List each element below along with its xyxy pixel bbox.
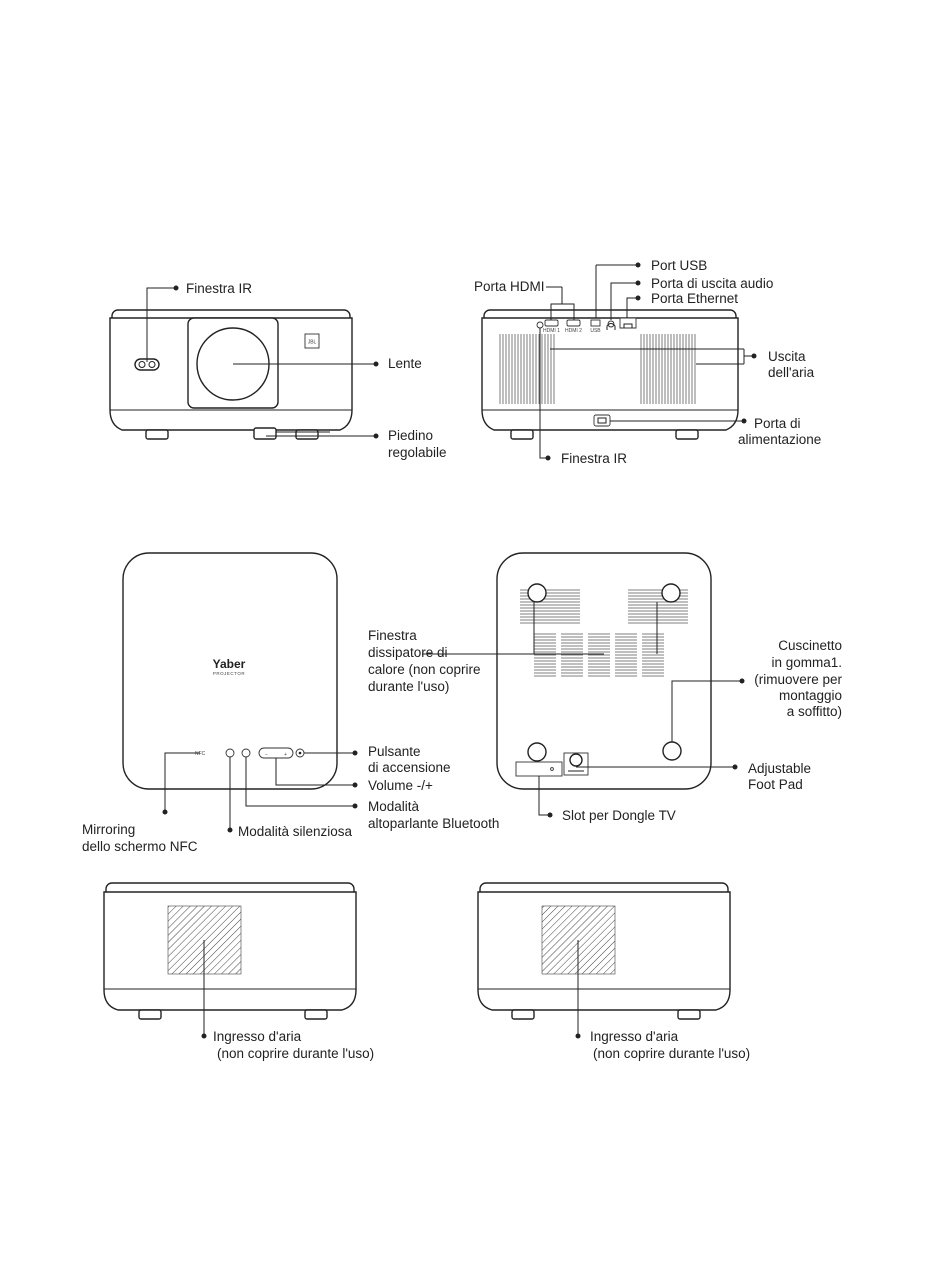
rear-foot-right xyxy=(675,429,699,440)
rubber-pad-top-left xyxy=(527,583,547,603)
jbl-badge-text: JBL xyxy=(308,340,317,346)
side-right-foot-1 xyxy=(511,1009,535,1020)
rear-view: HDMI 1 HDMI 2 USB Port USB Porta di usci… xyxy=(474,258,821,466)
label-audio-out: Porta di uscita audio xyxy=(651,276,773,291)
label-power-port-1: Porta di xyxy=(754,416,801,431)
rubber-pad-top-right xyxy=(661,583,681,603)
bottom-view: Finestra dissipatore di calore (non copr… xyxy=(368,552,842,823)
jbl-badge xyxy=(304,333,320,349)
air-outlet-vent-right xyxy=(640,334,696,404)
label-heat-sink-2: dissipatore di xyxy=(368,645,448,660)
hdmi2-tag: HDMI 2 xyxy=(565,328,582,334)
label-usb-port: Port USB xyxy=(651,258,707,273)
label-bt-speaker-2: altoparlante Bluetooth xyxy=(368,816,499,831)
label-ir-window-rear: Finestra IR xyxy=(561,451,627,466)
nfc-tag: NFC xyxy=(195,751,206,757)
label-volume: Volume -/+ xyxy=(368,778,433,793)
label-power-port-2: alimentazione xyxy=(738,432,821,447)
label-air-outlet-2: dell'aria xyxy=(768,365,815,380)
label-foot-pad-1: Adjustable xyxy=(748,761,811,776)
label-air-outlet-1: Uscita xyxy=(768,349,806,364)
side-left-foot-1 xyxy=(138,1009,162,1020)
volume-minus-icon: − xyxy=(265,752,268,758)
ethernet-port xyxy=(619,317,637,329)
label-adjustable-foot-1: Piedino xyxy=(388,428,433,443)
usb-port xyxy=(590,319,601,327)
air-outlet-vent-left xyxy=(499,334,555,404)
label-bt-speaker-1: Modalità xyxy=(368,799,420,814)
label-dongle-slot: Slot per Dongle TV xyxy=(562,808,676,823)
label-rubber-pad-2: in gomma1. xyxy=(771,655,842,670)
label-heat-sink-3: calore (non coprire xyxy=(368,662,481,677)
side-view-left: Ingresso d'aria (non coprire durante l'u… xyxy=(103,882,374,1061)
side-right-foot-2 xyxy=(677,1009,701,1020)
power-port xyxy=(593,414,611,427)
label-rubber-pad-4: montaggio xyxy=(779,688,842,703)
rear-foot-left xyxy=(510,429,534,440)
label-ir-window: Finestra IR xyxy=(186,281,252,296)
label-nfc-2: dello schermo NFC xyxy=(82,839,198,854)
front-foot-left xyxy=(145,429,169,440)
adjustable-foot xyxy=(253,427,277,440)
label-ethernet: Porta Ethernet xyxy=(651,291,738,306)
hdmi1-port xyxy=(544,319,559,327)
silent-mode-button[interactable] xyxy=(225,748,235,758)
label-nfc-1: Mirroring xyxy=(82,822,135,837)
label-air-inlet-left-2: (non coprire durante l'uso) xyxy=(217,1046,374,1061)
hdmi2-port xyxy=(566,319,581,327)
usb-tag: USB xyxy=(590,328,601,334)
label-lens: Lente xyxy=(388,356,422,371)
bt-speaker-button[interactable] xyxy=(241,748,251,758)
label-foot-pad-2: Foot Pad xyxy=(748,777,803,792)
volume-plus-icon: + xyxy=(284,752,287,758)
heat-sink-vents xyxy=(520,589,688,677)
side-view-right: Ingresso d'aria (non coprire durante l'u… xyxy=(477,882,750,1061)
hdmi1-tag: HDMI 1 xyxy=(543,328,560,334)
top-view: Yaber PROJECTOR NFC − + Pulsante di acce… xyxy=(82,552,499,854)
label-adjustable-foot-2: regolabile xyxy=(388,445,447,460)
rubber-pad-bottom-left xyxy=(527,742,547,762)
dongle-slot[interactable] xyxy=(515,761,563,777)
brand-logo: Yaber xyxy=(213,657,246,671)
label-rubber-pad-1: Cuscinetto xyxy=(778,638,842,653)
label-heat-sink-1: Finestra xyxy=(368,628,417,643)
label-air-inlet-right-1: Ingresso d'aria xyxy=(590,1029,679,1044)
label-silent-mode: Modalità silenziosa xyxy=(238,824,353,839)
rear-body xyxy=(481,317,739,431)
side-left-foot-2 xyxy=(304,1009,328,1020)
front-view: JBL Finestra IR Lente Piedino regolabile xyxy=(109,281,447,460)
label-heat-sink-4: durante l'uso) xyxy=(368,679,449,694)
label-air-inlet-left-1: Ingresso d'aria xyxy=(213,1029,302,1044)
rubber-pad-bottom-right xyxy=(662,741,682,761)
label-rubber-pad-5: a soffitto) xyxy=(787,704,842,719)
label-rubber-pad-3: (rimuovere per xyxy=(754,672,842,687)
front-foot-right xyxy=(295,429,319,440)
label-air-inlet-right-2: (non coprire durante l'uso) xyxy=(593,1046,750,1061)
brand-sub: PROJECTOR xyxy=(213,671,245,676)
label-power-button-1: Pulsante xyxy=(368,744,421,759)
label-power-button-2: di accensione xyxy=(368,760,451,775)
label-hdmi-port: Porta HDMI xyxy=(474,279,545,294)
